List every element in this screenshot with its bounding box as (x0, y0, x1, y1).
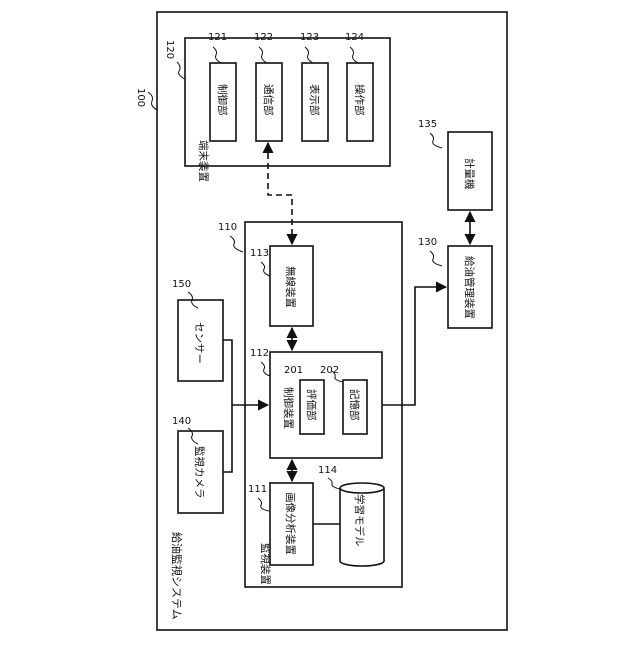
monitor-ref: 110 (218, 222, 237, 233)
terminal-unit-121-leader (213, 47, 221, 63)
terminal-ref-leader (177, 62, 185, 79)
terminal-unit-124-label: 操作部 (353, 84, 366, 116)
image-analysis-ref-leader (258, 498, 269, 511)
terminal-unit-123-leader (305, 47, 313, 63)
sensor-ref: 150 (172, 279, 191, 290)
sensor-to-control-line (223, 340, 232, 405)
terminal-label: 端末装置 (197, 140, 210, 182)
fuel-mgmt-ref-leader (430, 251, 442, 266)
terminal-ref: 120 (164, 40, 175, 59)
wireless-ref: 113 (250, 248, 269, 259)
system-ref-leader (148, 92, 157, 110)
image-analysis-label: 画像分析装置 (284, 492, 297, 555)
terminal-unit-121-ref: 121 (208, 32, 227, 43)
eval-unit-label: 評価部 (305, 389, 318, 421)
terminal-unit-123-ref: 123 (300, 32, 319, 43)
terminal-unit-124-ref: 124 (345, 32, 364, 43)
control-label: 制御装置 (282, 387, 295, 429)
storage-unit-label: 記憶部 (348, 389, 361, 421)
terminal-unit-121-label: 制御部 (216, 84, 229, 116)
monitor-ref-leader (230, 236, 243, 252)
model-cylinder-top (340, 483, 384, 493)
terminal-unit-122-leader (259, 47, 267, 63)
fuel-mgmt-label: 給油管理装置 (463, 256, 476, 319)
camera-label: 監視カメラ (193, 446, 206, 499)
control-ref: 112 (250, 348, 269, 359)
wireless-link-dashed (268, 143, 292, 244)
wireless-ref-leader (261, 262, 270, 276)
sensor-label: センサー (193, 322, 205, 364)
meter-ref: 135 (418, 119, 437, 130)
model-ref: 114 (318, 465, 337, 476)
storage-unit-ref: 202 (320, 365, 339, 376)
terminal-unit-124-leader (350, 47, 358, 63)
model-ref-leader (328, 478, 340, 489)
terminal-unit-122-label: 通信部 (262, 84, 275, 116)
camera-ref: 140 (172, 416, 191, 427)
control-to-fuel-mgmt-line (382, 287, 446, 405)
model-cylinder-bottom (340, 561, 384, 566)
image-analysis-ref: 111 (248, 484, 267, 495)
system-label: 給油監視システム (170, 532, 184, 620)
fuel-mgmt-ref: 130 (418, 237, 437, 248)
model-label: 学習モデル (353, 494, 366, 547)
eval-unit-ref: 201 (284, 365, 303, 376)
control-ref-leader (261, 362, 270, 376)
wireless-label: 無線装置 (284, 266, 297, 308)
meter-label: 計量機 (463, 158, 476, 190)
terminal-unit-123-label: 表示部 (308, 84, 321, 116)
system-ref: 100 (135, 88, 146, 107)
terminal-unit-122-ref: 122 (254, 32, 273, 43)
meter-ref-leader (430, 133, 442, 148)
